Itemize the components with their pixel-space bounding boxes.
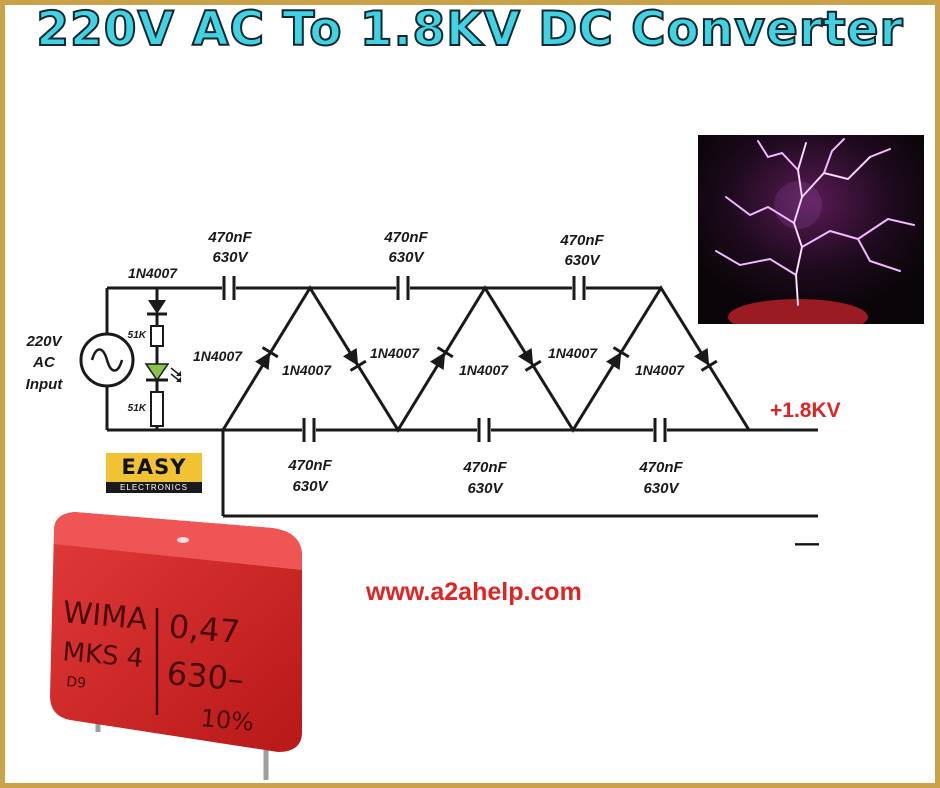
resistor-icon <box>150 391 164 427</box>
plasma-spark-image <box>698 135 924 324</box>
capacitor-icon <box>222 276 236 300</box>
capacitor-label: 630V <box>292 478 329 495</box>
capacitor-icon <box>653 418 667 442</box>
capacitor-label: 470nF <box>559 232 604 249</box>
capacitor-icon <box>396 276 410 300</box>
input-label-line: 220V <box>25 333 63 350</box>
capacitor-label: 630V <box>643 480 680 497</box>
capacitor-icon <box>302 418 316 442</box>
diode-icon <box>342 347 367 372</box>
diode-icon <box>693 347 718 372</box>
diode-icon <box>254 346 279 371</box>
capacitor-code-text: D9 <box>66 674 87 692</box>
output-positive-label: +1.8KV <box>770 399 841 422</box>
led-icon <box>144 363 182 383</box>
capacitor-icon <box>572 276 586 300</box>
diode-label: 1N4007 <box>459 362 509 378</box>
website-link[interactable]: www.a2ahelp.com <box>366 578 582 606</box>
resistor-icon <box>150 325 164 347</box>
resistor-label: 51K <box>128 330 147 341</box>
capacitor-label: 630V <box>388 249 425 266</box>
capacitor-label: 470nF <box>287 457 332 474</box>
diode-icon <box>147 300 167 316</box>
brand-logo: EASY ELECTRONICS <box>106 453 202 493</box>
resistor-label: 51K <box>128 403 147 414</box>
capacitor-brand-text: WIMA <box>61 595 149 637</box>
diode-label: 1N4007 <box>128 265 178 281</box>
input-label-line: Input <box>26 376 64 393</box>
diode-label: 1N4007 <box>635 362 685 378</box>
capacitor-label: 470nF <box>207 229 252 246</box>
diode-label: 1N4007 <box>193 348 243 364</box>
wires <box>105 285 818 518</box>
brand-logo-title: EASY <box>121 455 187 479</box>
wima-capacitor-image: WIMA MKS 4 D9 0,47 630– 10% <box>50 512 302 780</box>
diode-label: 1N4007 <box>370 345 420 361</box>
capacitor-value-text: 0,47 <box>167 607 241 651</box>
diode-icon <box>605 346 630 371</box>
diode-label: 1N4007 <box>548 345 598 361</box>
capacitor-label: 470nF <box>462 459 507 476</box>
capacitor-voltage-text: 630– <box>165 654 245 699</box>
capacitor-label: 630V <box>212 249 249 266</box>
page-title: 220V AC To 1.8KV DC Converter <box>35 1 904 58</box>
output-negative-label: — <box>795 530 819 557</box>
diode-icon <box>429 346 454 371</box>
diode-label: 1N4007 <box>282 362 332 378</box>
capacitor-tolerance-text: 10% <box>199 704 255 737</box>
capacitor-label: 630V <box>564 252 601 269</box>
capacitor-label: 470nF <box>638 459 683 476</box>
capacitor-icon <box>477 418 491 442</box>
ac-source-icon <box>79 332 135 388</box>
capacitor-label: 630V <box>467 480 504 497</box>
capacitor-model-text: MKS 4 <box>61 637 144 674</box>
diode-icon <box>517 347 542 372</box>
capacitor-label: 470nF <box>383 229 428 246</box>
brand-logo-subtitle: ELECTRONICS <box>106 482 202 493</box>
input-label-line: AC <box>32 354 56 371</box>
